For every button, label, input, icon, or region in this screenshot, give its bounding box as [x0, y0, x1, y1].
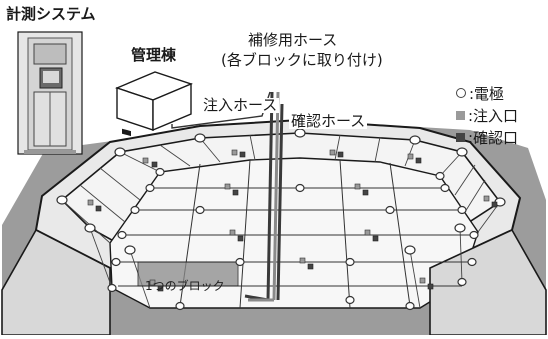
electrode-symbol-icon — [456, 88, 466, 98]
legend-label-injection-port: :注入口 — [468, 106, 519, 125]
injection-port-symbol-icon — [456, 110, 465, 120]
repair-hose-label-line2: (各ブロックに取り付け) — [221, 51, 383, 69]
legend-item-electrode: :電極 — [456, 82, 518, 104]
measurement-system-photo — [17, 31, 83, 155]
confirmation-port-symbol-icon — [456, 132, 465, 142]
management-building — [115, 71, 193, 137]
legend: :電極 :注入口 :確認口 — [456, 82, 518, 148]
hose-bundle — [244, 91, 284, 302]
electrodes — [56, 128, 506, 311]
legend-label-confirmation-port: :確認口 — [468, 128, 519, 147]
repair-hose-label-line1: 補修用ホース — [248, 31, 338, 49]
legend-label-electrode: :電極 — [469, 84, 505, 103]
measurement-system-title: 計測システム — [6, 5, 96, 23]
legend-item-injection-port: :注入口 — [456, 104, 518, 126]
legend-item-confirmation-port: :確認口 — [456, 126, 518, 148]
injection-ports — [87, 149, 490, 286]
block-label: 1つのブロック — [145, 279, 225, 293]
building-label: 管理棟 — [131, 46, 177, 64]
injection-hose-label: 注入ホース — [201, 96, 280, 114]
confirmation-ports — [95, 151, 498, 292]
confirmation-hose-label: 確認ホース — [289, 112, 368, 130]
